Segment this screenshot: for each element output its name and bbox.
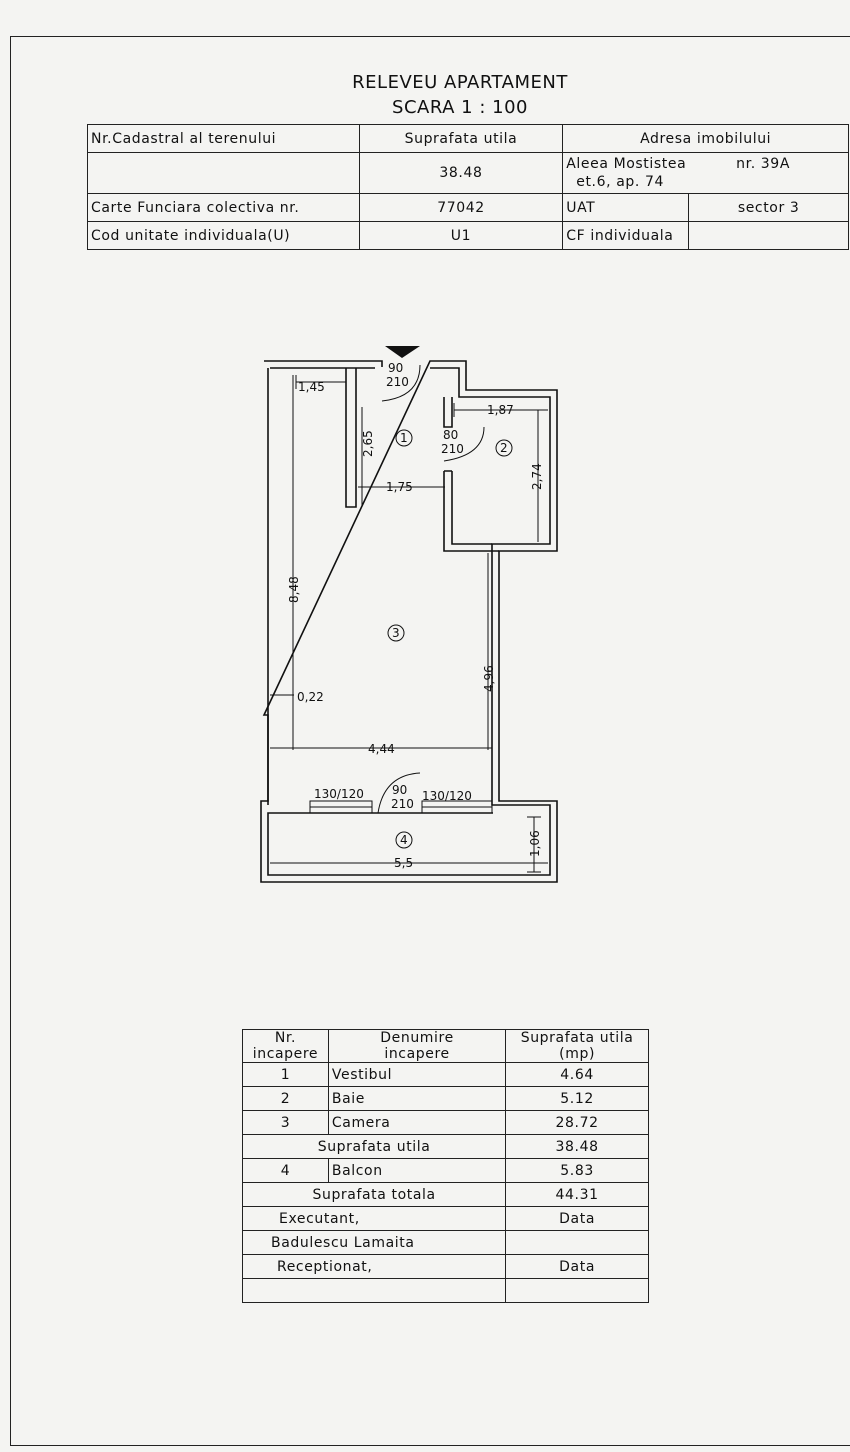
address-label: Adresa imobilului	[562, 124, 849, 153]
entry-door-height: 210	[386, 375, 409, 389]
balcony-row: 4 Balcon 5.83	[242, 1158, 649, 1183]
cf-individual-label: CF individuala	[562, 221, 690, 250]
useful-area-row: Suprafata utila 38.48	[241, 1134, 649, 1159]
dim-175: 1,75	[386, 480, 413, 494]
surface-value: 38.48	[358, 152, 564, 194]
entry-arrow-icon	[385, 346, 420, 358]
address-number: nr. 39A	[736, 156, 790, 172]
balcony-door-swing	[377, 772, 421, 814]
unit-value: U1	[358, 221, 564, 250]
drawing-sheet-border	[10, 36, 850, 1446]
dim-274: 2,74	[530, 463, 544, 490]
dim-106: 1,06	[528, 830, 542, 857]
header-nr: Nr.incapere	[242, 1029, 329, 1063]
executant-name-row: Badulescu Lamaita	[241, 1230, 649, 1255]
room-1-number: 1	[400, 431, 408, 445]
table-row: 1 Vestibul 4.64	[242, 1062, 649, 1087]
bathroom-wall	[443, 397, 499, 552]
dim-022: 0,22	[297, 690, 324, 704]
table-row: 3 Camera 28.72	[242, 1110, 649, 1135]
room-2-marker	[495, 439, 513, 457]
uat-label: UAT	[562, 193, 690, 222]
property-info-table: Nr.Cadastral al terenului Suprafata util…	[87, 124, 849, 250]
dim-55: 5,5	[394, 856, 413, 870]
entry-door-width: 90	[388, 361, 403, 375]
vestibule-wall	[345, 368, 357, 508]
surface-label: Suprafata utila	[358, 124, 564, 153]
bath-door-width: 80	[443, 428, 458, 442]
entry-door-swing	[381, 364, 421, 402]
address-floor: et.6, ap. 74	[576, 174, 664, 190]
address-value: Aleea Mostistea nr. 39A et.6, ap. 74	[562, 152, 849, 194]
unit-label: Cod unitate individuala(U)	[87, 221, 360, 250]
cf-individual-value	[688, 221, 849, 250]
cf-value: 77042	[358, 193, 564, 222]
window-right-label: 130/120	[422, 789, 472, 803]
header-area: Suprafata utila(mp)	[505, 1029, 649, 1063]
bath-door-height: 210	[441, 442, 464, 456]
window-left-label: 130/120	[314, 787, 364, 801]
dim-265: 2,65	[361, 430, 375, 457]
room-1-marker	[395, 429, 413, 447]
room-4-marker	[395, 831, 413, 849]
document-title: RELEVEU APARTAMENT	[352, 72, 568, 93]
balcony-door-height: 210	[391, 797, 414, 811]
floor-plan: 1 2 3 4 90 210 80 210 90 210 1,45 2,65 1…	[260, 346, 558, 883]
receptionat-row: Receptionat, Data	[241, 1254, 649, 1279]
room-3-marker	[387, 624, 405, 642]
cf-label: Carte Funciara colectiva nr.	[87, 193, 360, 222]
uat-value: sector 3	[688, 193, 849, 222]
balcony-door-width: 90	[392, 783, 407, 797]
empty-row	[241, 1278, 649, 1303]
address-street: Aleea Mostistea	[566, 156, 687, 172]
room-4-number: 4	[400, 833, 408, 847]
dim-848: 8,48	[287, 576, 301, 603]
cadastral-value	[87, 152, 360, 194]
inner-wall	[267, 367, 551, 876]
dim-187: 1,87	[487, 403, 514, 417]
bathroom-door-swing	[443, 426, 485, 462]
table-row: 2 Baie 5.12	[242, 1086, 649, 1111]
dim-145: 1,45	[298, 380, 325, 394]
room-2-number: 2	[500, 441, 508, 455]
executant-row: Executant, Data	[241, 1206, 649, 1231]
dim-496: 4,96	[482, 665, 496, 692]
room-3-number: 3	[392, 626, 400, 640]
total-area-row: Suprafata totala 44.31	[241, 1182, 649, 1207]
scale-label: SCARA 1 : 100	[392, 97, 528, 118]
dim-444: 4,44	[368, 742, 395, 756]
cadastral-label: Nr.Cadastral al terenului	[87, 124, 360, 153]
